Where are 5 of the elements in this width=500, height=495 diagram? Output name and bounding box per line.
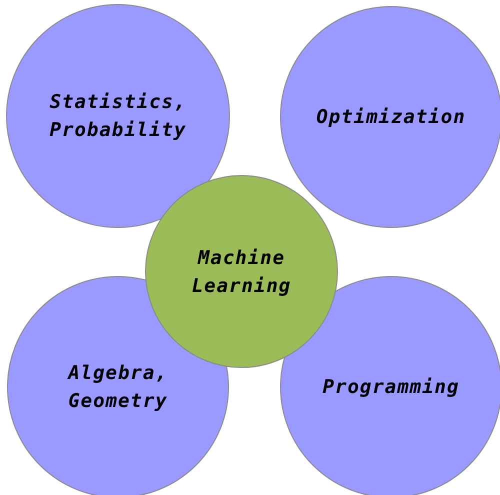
topic-label: Algebra, Geometry [66,361,169,414]
topic-label: Programming [322,375,460,400]
topic-label: Machine Learning [190,246,292,298]
topic-label: Optimization [316,105,466,130]
topic-label: Statistics, Probability [48,90,188,143]
